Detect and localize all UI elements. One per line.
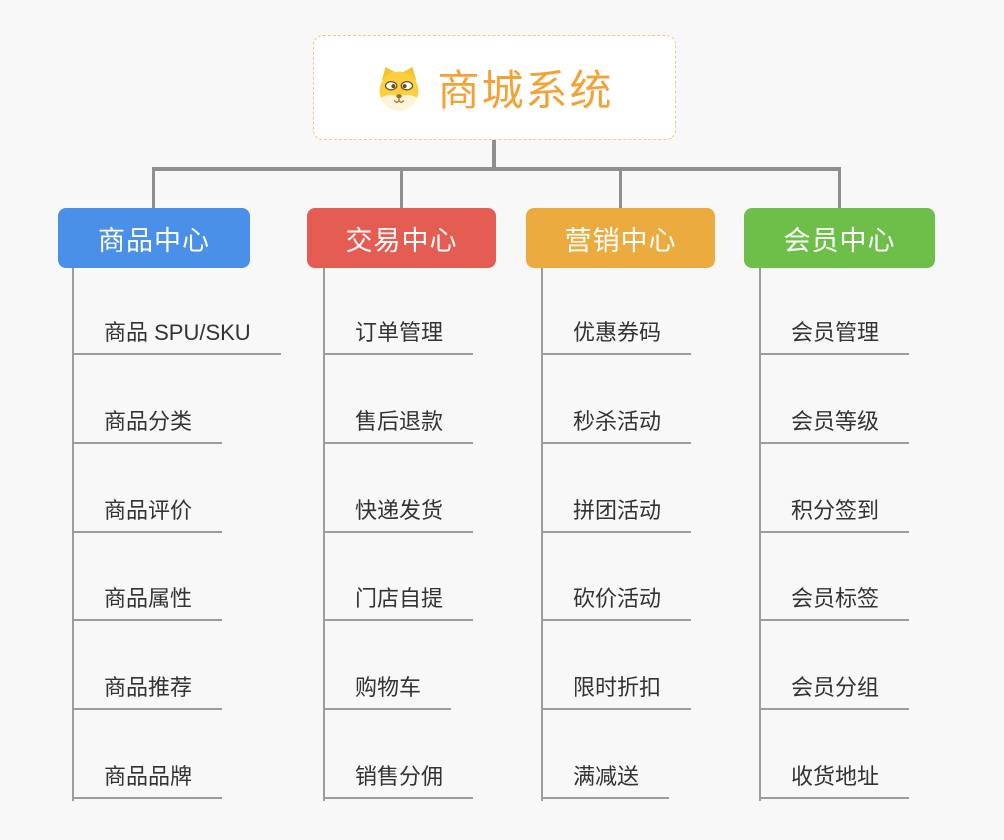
leaf-item[interactable]: 销售分佣 xyxy=(323,761,474,799)
leaf-item[interactable]: 秒杀活动 xyxy=(541,406,692,444)
connector-trunk xyxy=(72,268,74,801)
connector-drop xyxy=(400,167,403,210)
branch-node-member-center[interactable]: 会员中心 xyxy=(744,208,935,268)
connector-trunk xyxy=(323,268,325,801)
leaf-item[interactable]: 商品属性 xyxy=(72,583,223,621)
connector-drop xyxy=(152,167,155,210)
root-node[interactable]: 商城系统 xyxy=(313,35,676,140)
leaf-item[interactable]: 商品评价 xyxy=(72,495,223,533)
branch-node-trade-center[interactable]: 交易中心 xyxy=(307,208,496,268)
leaf-item[interactable]: 商品分类 xyxy=(72,406,223,444)
branch-node-marketing-center[interactable]: 营销中心 xyxy=(526,208,715,268)
leaf-item[interactable]: 积分签到 xyxy=(759,495,910,533)
leaf-item[interactable]: 商品推荐 xyxy=(72,672,223,710)
leaf-item[interactable]: 会员管理 xyxy=(759,317,910,355)
leaf-item[interactable]: 满减送 xyxy=(541,761,670,799)
leaf-item[interactable]: 快递发货 xyxy=(323,495,474,533)
branch-node-product-center[interactable]: 商品中心 xyxy=(58,208,250,268)
leaf-item[interactable]: 拼团活动 xyxy=(541,495,692,533)
leaf-item[interactable]: 购物车 xyxy=(323,672,452,710)
leaf-item[interactable]: 优惠券码 xyxy=(541,317,692,355)
connector-drop xyxy=(619,167,622,210)
dog-face-icon xyxy=(375,64,423,112)
leaf-item[interactable]: 商品品牌 xyxy=(72,761,223,799)
leaf-item[interactable]: 收货地址 xyxy=(759,761,910,799)
connector-stub xyxy=(492,140,496,171)
connector-drop xyxy=(838,167,841,210)
leaf-item[interactable]: 门店自提 xyxy=(323,583,474,621)
leaf-item[interactable]: 商品 SPU/SKU xyxy=(72,317,281,355)
leaf-item[interactable]: 限时折扣 xyxy=(541,672,692,710)
leaf-item[interactable]: 订单管理 xyxy=(323,317,474,355)
leaf-item[interactable]: 砍价活动 xyxy=(541,583,692,621)
leaf-item[interactable]: 售后退款 xyxy=(323,406,474,444)
connector-trunk xyxy=(759,268,761,801)
leaf-item[interactable]: 会员分组 xyxy=(759,672,910,710)
root-title: 商城系统 xyxy=(437,67,614,114)
leaf-item[interactable]: 会员标签 xyxy=(759,583,910,621)
connector-rail xyxy=(152,167,841,171)
leaf-item[interactable]: 会员等级 xyxy=(759,406,910,444)
connector-trunk xyxy=(541,268,543,801)
